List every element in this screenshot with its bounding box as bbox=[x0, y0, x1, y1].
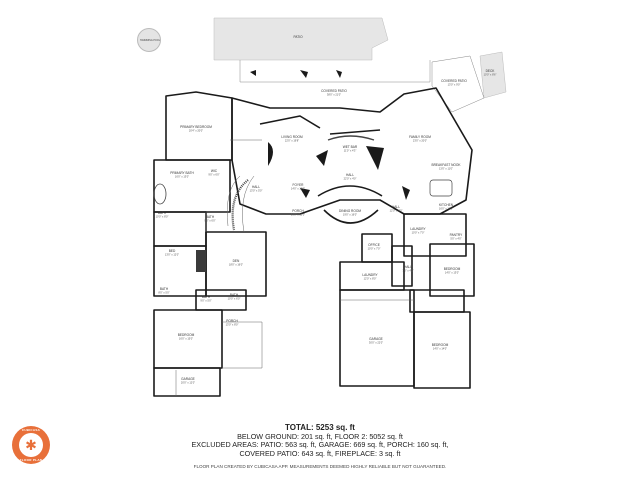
patio-area bbox=[213, 17, 389, 61]
room-dim-garage-main: 30'0" x 22'0" bbox=[369, 340, 383, 344]
covered-patio-outline bbox=[239, 60, 431, 83]
deck-area bbox=[479, 51, 507, 99]
room-label-deck: DECK bbox=[486, 69, 496, 73]
room-dim-breakfast-nook: 13'0" x 11'0" bbox=[439, 166, 453, 170]
interior-lines bbox=[175, 139, 414, 396]
room-dim-laundry-2: 12'0" x 8'0" bbox=[364, 276, 377, 280]
room-dim-hall-2: 22'0" x 4'0" bbox=[344, 176, 357, 180]
room-label-foyer: FOYER bbox=[293, 183, 305, 187]
room-label-covered-patio: COVERED PATIO bbox=[321, 89, 347, 93]
room-label-hall-1: HALL bbox=[252, 185, 260, 189]
room-label-wet-bar: WET BAR bbox=[343, 145, 358, 149]
room-dim-deck: 10'0" x 8'6" bbox=[484, 72, 497, 76]
room-label-garage-2: GARAGE bbox=[181, 377, 195, 381]
room-label-bath-4: BATH bbox=[202, 295, 211, 299]
stair-fixture bbox=[231, 179, 249, 231]
room-label-bath-2: BATH bbox=[206, 215, 215, 219]
room-label-kitchen: KITCHEN bbox=[439, 203, 454, 207]
room-label-hall-2: HALL bbox=[346, 173, 354, 177]
island-fixture bbox=[429, 179, 453, 197]
room-label-dining-room: DINING ROOM bbox=[339, 209, 361, 213]
room-dim-bath-2: 9'0" x 6'0" bbox=[204, 218, 215, 222]
room-label-bath-5: BATH bbox=[230, 293, 239, 297]
badge-inner: ✱ bbox=[19, 433, 43, 457]
room-dim-hall-3: 12'0" x 4'0" bbox=[390, 208, 403, 212]
room-dim-porch: 16'0" x 10'0" bbox=[291, 212, 305, 216]
covered-patio-2-outline bbox=[431, 55, 485, 113]
room-dim-dining-room: 19'0" x 16'0" bbox=[343, 212, 357, 216]
room-label-bedroom-2: BEDROOM bbox=[178, 333, 195, 337]
room-dim-bedroom-1: 14'0" x 13'0" bbox=[445, 270, 459, 274]
room-dim-bedroom-2: 16'0" x 15'0" bbox=[179, 336, 193, 340]
area-summary: TOTAL: 5253 sq. ft BELOW GROUND: 201 sq.… bbox=[170, 423, 470, 458]
room-dim-bath-4: 9'0" x 5'0" bbox=[200, 298, 211, 302]
room-dim-wic: 9'0" x 6'0" bbox=[208, 172, 219, 176]
room-dim-bath-1: 10'0" x 8'0" bbox=[156, 214, 169, 218]
room-label-hall-3: HALL bbox=[392, 205, 400, 209]
room-dim-garage-2: 20'0" x 12'0" bbox=[181, 380, 195, 384]
room-label-primary-bedroom: PRIMARY BEDROOM bbox=[180, 125, 212, 129]
room-label-bed-1: BED bbox=[169, 249, 176, 253]
room-label-laundry-2: LAUNDRY bbox=[362, 273, 378, 277]
room-dim-porch-2: 13'0" x 8'0" bbox=[226, 322, 239, 326]
badge-bottom-text: FLOOR PLAN bbox=[19, 458, 43, 462]
summary-line-2: EXCLUDED AREAS: PATIO: 563 sq. ft, GARAG… bbox=[191, 440, 449, 450]
room-label-porch-2: PORCH bbox=[226, 319, 238, 323]
room-label-bedroom-3: BEDROOM bbox=[432, 343, 449, 347]
room-label-den: DEN bbox=[233, 259, 240, 263]
pool-bubble: SWIMMING POOL bbox=[137, 28, 161, 52]
room-dim-covered-patio: 38'0" x 21'0" bbox=[327, 92, 341, 96]
room-dim-covered-patio-2: 13'0" x 9'0" bbox=[448, 82, 461, 86]
room-dim-laundry: 10'0" x 7'0" bbox=[412, 230, 425, 234]
room-dim-family-room: 23'0" x 20'0" bbox=[413, 138, 427, 142]
summary-line-3: COVERED PATIO: 643 sq. ft, FIREPLACE: 3 … bbox=[239, 448, 401, 458]
room-label-bath-1: BATH bbox=[158, 211, 167, 215]
room-dim-foyer: 14'0" x 12'0" bbox=[291, 186, 305, 190]
room-dim-pantry: 5'0" x 4'0" bbox=[450, 236, 461, 240]
room-dim-bed-1: 13'0" x 12'0" bbox=[165, 252, 179, 256]
room-dim-den: 18'0" x 16'0" bbox=[229, 262, 243, 266]
room-label-bath-3: BATH bbox=[160, 287, 169, 291]
bathtub-fixture bbox=[153, 183, 167, 205]
wall-blocks bbox=[196, 70, 410, 272]
room-dim-primary-bedroom: 20'4" x 20'0" bbox=[189, 128, 203, 132]
room-dim-hall-4: 7'0" x 4'0" bbox=[402, 268, 413, 272]
cubicasa-badge: CUBICASA ✱ FLOOR PLAN bbox=[12, 426, 50, 464]
room-dim-bath-5: 10'0" x 6'0" bbox=[228, 296, 241, 300]
room-dim-kitchen: 16'0" x 13'0" bbox=[439, 206, 453, 210]
room-dim-hall-1: 13'0" x 5'0" bbox=[250, 188, 263, 192]
room-dim-living-room: 22'0" x 19'8" bbox=[285, 138, 299, 142]
room-label-bedroom-1: BEDROOM bbox=[444, 267, 461, 271]
room-label-porch: PORCH bbox=[292, 209, 304, 213]
room-label-laundry: LAUNDRY bbox=[410, 227, 426, 231]
bar-counter-fixture bbox=[327, 135, 375, 141]
total-area: TOTAL: 5253 sq. ft bbox=[285, 423, 355, 432]
room-dim-bath-3: 8'0" x 5'0" bbox=[158, 290, 169, 294]
room-label-pantry: PANTRY bbox=[450, 233, 464, 237]
room-label-wic: WIC bbox=[211, 169, 218, 173]
room-dim-office: 10'0" x 7'0" bbox=[368, 246, 381, 250]
room-dim-bedroom-3: 14'0" x 14'0" bbox=[433, 346, 447, 350]
room-label-primary-bath: PRIMARY BATH bbox=[170, 171, 194, 175]
room-label-hall-4: HALL bbox=[404, 265, 412, 269]
summary-line-1: BELOW GROUND: 201 sq. ft, FLOOR 2: 5052 … bbox=[237, 431, 403, 441]
room-label-patio-top: PATIO bbox=[293, 35, 303, 39]
room-dim-wet-bar: 11'0" x 4'3" bbox=[344, 148, 357, 152]
room-label-covered-patio-2: COVERED PATIO bbox=[441, 79, 467, 83]
room-label-office: OFFICE bbox=[368, 243, 380, 247]
badge-top-text: CUBICASA bbox=[21, 428, 41, 432]
room-label-breakfast-nook: BREAKFAST NOOK bbox=[432, 163, 462, 167]
room-label-family-room: FAMILY ROOM bbox=[409, 135, 431, 139]
room-dim-primary-bath: 16'0" x 13'0" bbox=[175, 174, 189, 178]
pool-label: SWIMMING POOL bbox=[139, 39, 161, 42]
footer-disclaimer: FLOOR PLAN CREATED BY CUBICASA APP. MEAS… bbox=[193, 464, 447, 469]
room-label-living-room: LIVING ROOM bbox=[281, 135, 303, 139]
star-icon: ✱ bbox=[25, 437, 37, 453]
room-label-garage-main: GARAGE bbox=[369, 337, 383, 341]
